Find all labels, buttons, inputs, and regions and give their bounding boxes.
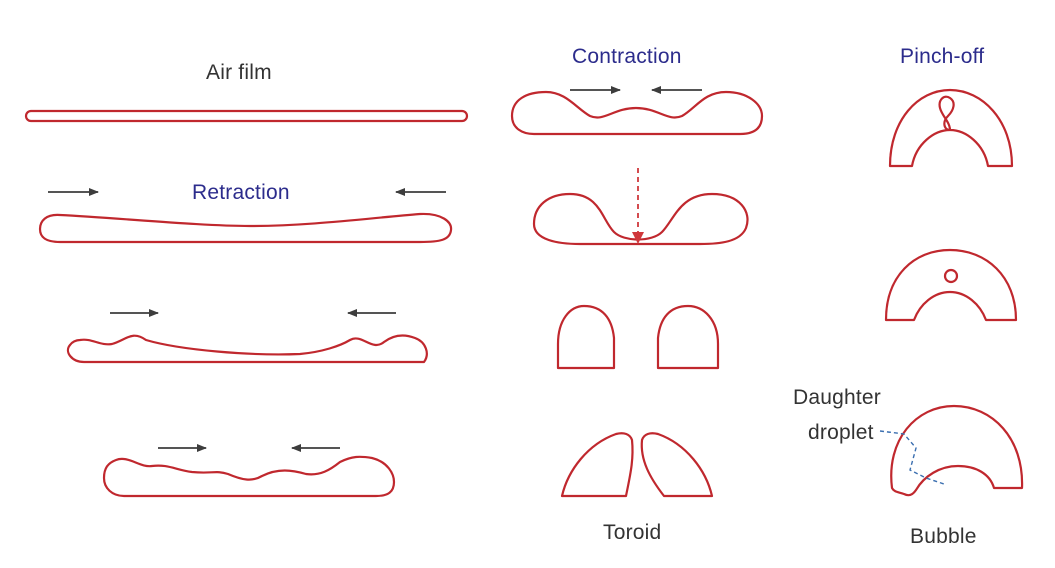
bubble-shape: [891, 406, 1022, 495]
retraction-film-shape: [40, 214, 451, 242]
pinch-off-shape-1: [890, 90, 1012, 166]
ripple-film-shape-2: [104, 457, 394, 496]
pinch-off-shape-2: [886, 250, 1016, 320]
contraction-shape-1: [512, 92, 762, 134]
ripple-film-shape-1: [68, 335, 427, 362]
toroid-cross-section-left: [558, 306, 614, 368]
toroid-right-half: [642, 433, 712, 496]
daughter-droplet-leader: [880, 431, 944, 484]
pinch-off-hole: [945, 270, 957, 282]
toroid-cross-section-right: [658, 306, 718, 368]
collapse-arrow-head: [632, 232, 644, 244]
toroid-left-half: [562, 433, 633, 496]
air-film-shape: [26, 111, 467, 121]
